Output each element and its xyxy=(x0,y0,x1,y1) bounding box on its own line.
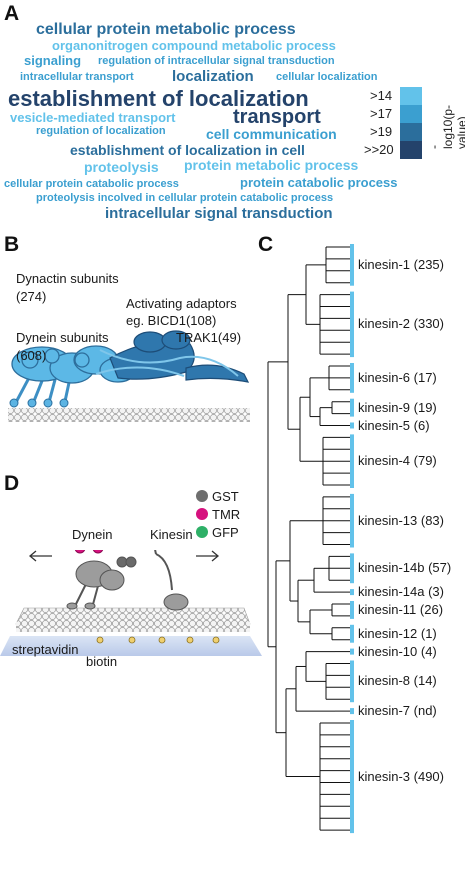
gfp-label: GFP xyxy=(212,525,239,540)
family-label: kinesin-7 (nd) xyxy=(358,703,437,719)
tmr-label: TMR xyxy=(212,507,241,522)
family-label: kinesin-4 (79) xyxy=(358,453,437,469)
adaptors-example-trak1: TRAK1(49) xyxy=(176,330,242,345)
legend-axis-label: -log10(p-value) xyxy=(427,104,465,150)
family-bar xyxy=(350,291,354,358)
go-term: signaling xyxy=(24,53,82,68)
dynein-dynactin-illustration xyxy=(8,330,250,422)
family-label: kinesin-5 (6) xyxy=(358,417,430,433)
family-label: kinesin-14a (3) xyxy=(358,584,444,600)
go-term: establishment of localization in cell xyxy=(70,142,305,158)
kinesin-label-d: Kinesin xyxy=(150,527,193,542)
family-bar xyxy=(350,398,354,417)
go-term: cell communication xyxy=(206,126,337,142)
go-term: proteolysis incolved in cellular protein… xyxy=(36,192,334,204)
family-bar xyxy=(350,363,354,393)
go-term: cellular localization xyxy=(276,71,378,83)
family-bar xyxy=(350,553,354,584)
legend-swatch xyxy=(400,141,422,159)
go-term: transport xyxy=(233,106,321,128)
glass-surface xyxy=(0,636,262,656)
family-label: kinesin-1 (235) xyxy=(358,256,444,272)
family-bar xyxy=(350,660,354,703)
family-label: kinesin-11 (26) xyxy=(358,601,444,617)
family-label: kinesin-8 (14) xyxy=(358,673,437,689)
family-bar xyxy=(350,493,354,548)
panel-label-b: B xyxy=(4,233,20,256)
dynactin-label: Dynactin subunits xyxy=(16,271,119,286)
go-term: vesicle-mediated transport xyxy=(10,110,176,125)
family-bar xyxy=(350,720,354,834)
go-term: establishment of localization xyxy=(8,86,309,111)
family-bar xyxy=(350,434,354,488)
direction-arrows xyxy=(28,550,220,562)
streptavidin-label: streptavidin xyxy=(12,642,79,657)
go-term: regulation of intracellular signal trans… xyxy=(98,55,335,67)
gfp-dot xyxy=(196,526,208,538)
dynactin-filament xyxy=(109,330,250,383)
microtubule xyxy=(8,408,250,422)
dynein-label-d: Dynein xyxy=(72,527,113,542)
family-label: kinesin-14b (57) xyxy=(358,560,452,576)
dynactin-count: (274) xyxy=(16,289,47,304)
gst-dot xyxy=(196,490,208,502)
legend-label: >19 xyxy=(370,124,393,139)
adaptors-label: Activating adaptors xyxy=(126,296,237,311)
go-term: localization xyxy=(172,68,254,85)
legend-swatch xyxy=(400,87,422,105)
biotin-label: biotin xyxy=(86,654,118,669)
adaptor-coils xyxy=(95,349,239,377)
go-term: regulation of localization xyxy=(36,125,166,137)
adaptors-example-bicd1: eg. BICD1(108) xyxy=(126,313,217,328)
family-label: kinesin-9 (19) xyxy=(358,399,437,415)
go-term: cellular protein catabolic process xyxy=(4,178,179,190)
dynein-motor xyxy=(66,550,137,610)
legend-label: >>20 xyxy=(364,142,394,157)
go-term: organonitrogen compound metabolic proces… xyxy=(52,38,336,53)
family-label: kinesin-3 (490) xyxy=(358,768,444,784)
kinesin-phylogenetic-tree xyxy=(267,244,354,834)
motility-assay-illustration xyxy=(0,550,262,656)
go-term: intracellular transport xyxy=(20,71,134,83)
biotin-streptavidin-linkers xyxy=(96,636,220,644)
panel-label-a: A xyxy=(4,2,20,25)
family-label: kinesin-6 (17) xyxy=(358,369,437,385)
tmr-dot xyxy=(196,508,208,520)
family-bar xyxy=(350,708,354,715)
legend-label: >17 xyxy=(370,106,393,121)
gst-label: GST xyxy=(212,489,239,504)
family-label: kinesin-13 (83) xyxy=(358,512,444,528)
family-bar xyxy=(350,422,354,429)
go-term: cellular protein metabolic process xyxy=(36,21,296,38)
family-label: kinesin-10 (4) xyxy=(358,643,437,659)
microtubule xyxy=(15,607,251,625)
go-term: proteolysis xyxy=(84,159,159,175)
dynein-count: (608) xyxy=(16,348,47,363)
panel-label-c: C xyxy=(258,233,274,256)
kinesin-motor xyxy=(154,550,189,611)
family-bar xyxy=(350,648,354,655)
go-term: protein catabolic process xyxy=(240,175,398,190)
family-bar xyxy=(350,624,354,643)
family-bar xyxy=(350,589,354,596)
microtubule-front xyxy=(16,622,250,632)
family-bar xyxy=(350,601,354,619)
go-term: protein metabolic process xyxy=(184,157,359,173)
dynein-label: Dynein subunits xyxy=(16,330,109,345)
family-bar xyxy=(350,244,354,286)
microtubule-binding-domains xyxy=(9,398,69,408)
family-label: kinesin-12 (1) xyxy=(358,625,437,641)
legend-swatch xyxy=(400,105,422,123)
family-label: kinesin-2 (330) xyxy=(358,316,444,332)
dynein-motor-heads xyxy=(11,345,137,384)
go-term: intracellular signal transduction xyxy=(105,205,333,222)
legend-label: >14 xyxy=(370,88,393,103)
panel-label-d: D xyxy=(4,472,20,495)
legend-swatch xyxy=(400,123,422,141)
